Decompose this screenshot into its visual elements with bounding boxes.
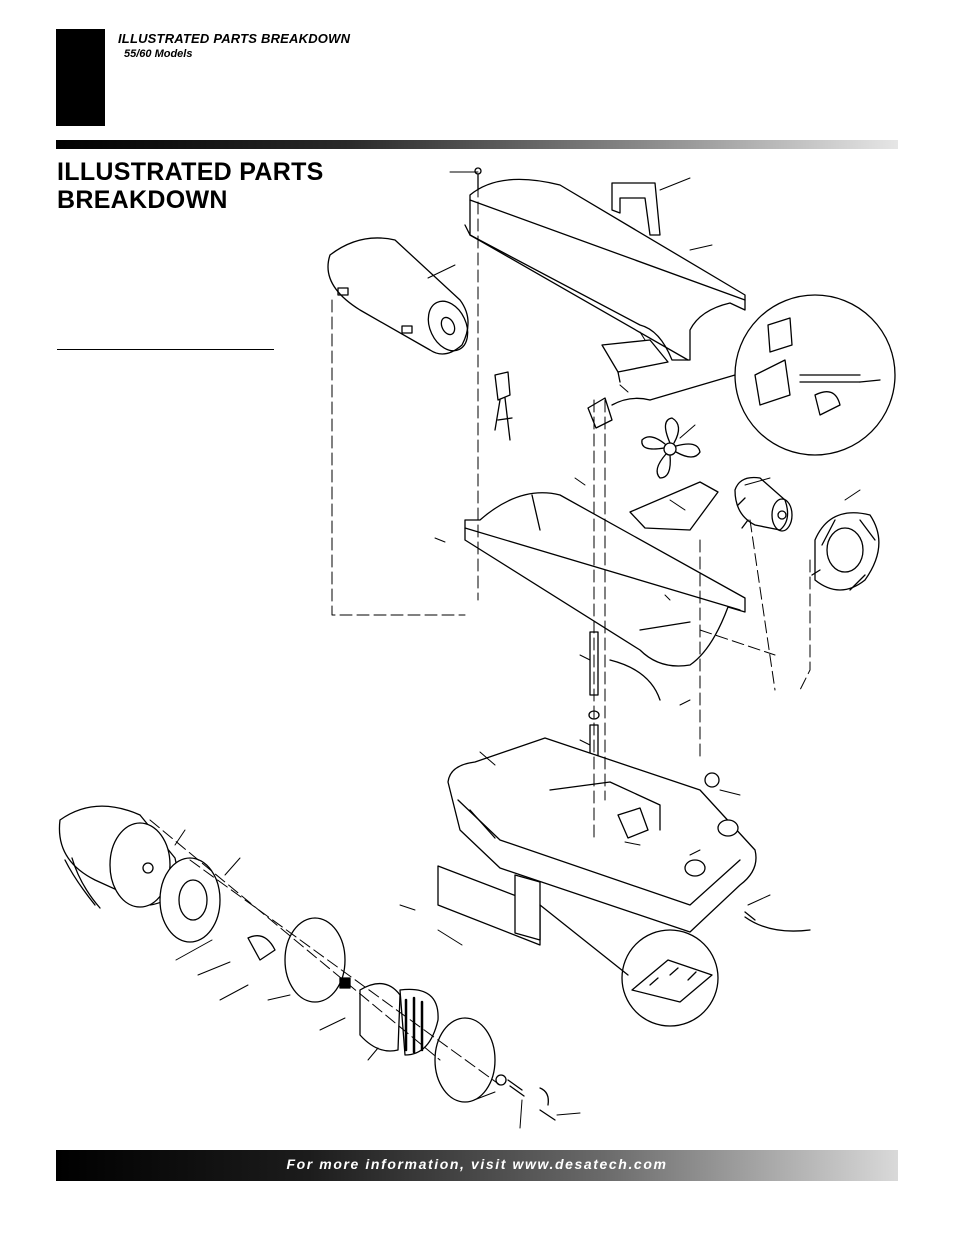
footer-bar: For more information, visit www.desatech… [56,1150,898,1181]
left-column-rule [57,349,274,350]
header-section-title: ILLUSTRATED PARTS BREAKDOWN [118,31,351,46]
header-models: 55/60 Models [124,48,193,60]
page-heading: ILLUSTRATED PARTS BREAKDOWN [57,158,324,214]
fan-guard [811,512,880,591]
combustion-chamber [327,237,469,355]
upper-shell [464,167,746,361]
valve-callout [649,294,896,456]
motor [734,476,793,532]
fan-blade [641,417,701,479]
circuit-board-callout [539,904,719,1027]
fuel-tank [447,737,757,933]
footer-website-text: For more information, visit www.desatech… [286,1156,668,1172]
pump-assembly [58,805,556,1121]
deflector-plate [601,339,669,373]
header-divider-bar [56,140,898,149]
section-tab-block [56,29,105,126]
